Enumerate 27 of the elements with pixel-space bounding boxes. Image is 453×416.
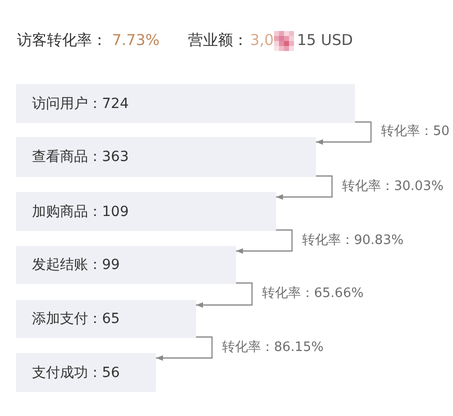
edge-label: 转化率：90.83% (301, 232, 405, 248)
metric-value: 15 USD (297, 30, 353, 50)
elbow-arrow (196, 282, 253, 308)
stage-label: 支付成功：56 (32, 364, 120, 382)
elbow-arrow (156, 336, 213, 361)
metric-value: 7.73% (112, 30, 160, 50)
edge-label: 转化率：86.15% (221, 340, 325, 356)
elbow-arrow (316, 121, 372, 145)
stage-label: 发起结账：99 (32, 256, 120, 274)
metric-label: 营业额： (188, 30, 248, 50)
metric-value: 3,0 (250, 30, 274, 50)
funnel-bar (16, 246, 236, 284)
stage-label: 添加支付：65 (32, 310, 120, 328)
funnel-bar (16, 137, 316, 177)
funnel-bar (16, 84, 355, 123)
elbow-arrow (276, 175, 333, 200)
stage-label: 访问用户：724 (32, 94, 129, 112)
edge-label: 转化率：30.03% (341, 178, 445, 194)
stage-label: 加购商品：109 (32, 202, 129, 220)
funnel-bar (16, 353, 156, 392)
funnel-bar (16, 192, 276, 231)
elbow-arrow (236, 229, 293, 254)
stage-label: 查看商品：363 (32, 148, 129, 166)
edge-label: 转化率：50 (380, 124, 451, 140)
metric-label: 访客转化率： (17, 30, 107, 50)
edge-label: 转化率：65.66% (261, 286, 365, 302)
funnel-bar (16, 300, 196, 338)
